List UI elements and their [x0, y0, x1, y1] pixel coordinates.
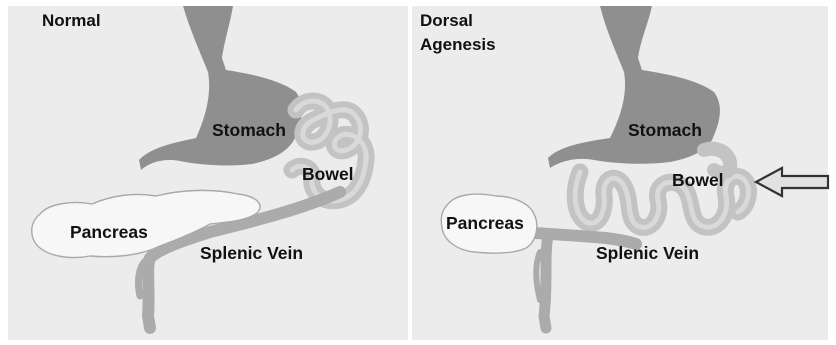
- dorsal-pancreas-label: Pancreas: [446, 213, 524, 233]
- normal-bowel-label: Bowel: [302, 164, 354, 184]
- dorsal-title-line2: Agenesis: [420, 35, 496, 54]
- dorsal-bowel-label: Bowel: [672, 170, 724, 190]
- dorsal-title-line1: Dorsal: [420, 11, 473, 30]
- dorsal-splenic-vein-label: Splenic Vein: [596, 243, 699, 263]
- dorsal-agenesis-panel: Dorsal Agenesis Stomach Bowel Pancreas S…: [412, 6, 828, 340]
- normal-pancreas-label: Pancreas: [70, 222, 148, 242]
- normal-splenic-vein-label: Splenic Vein: [200, 243, 303, 263]
- normal-title: Normal: [42, 11, 101, 30]
- dorsal-stomach-label: Stomach: [628, 120, 702, 140]
- normal-stomach-label: Stomach: [212, 120, 286, 140]
- normal-panel: Normal Stomach Bowel Pancreas Splenic Ve…: [8, 6, 408, 340]
